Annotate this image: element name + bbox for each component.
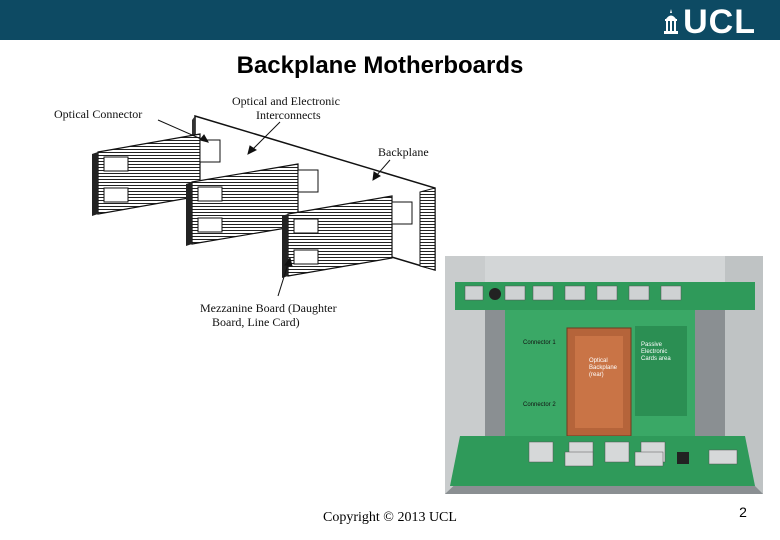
slide-title: Backplane Motherboards [236,52,524,79]
label-optical-connector: Optical Connector [54,107,142,121]
daughter-card-3 [282,195,413,278]
photo-label-passive-3: Cards area [641,356,671,362]
logo-text: UCL [683,3,756,41]
photo-label-optical-3: (rear) [589,372,604,378]
ucl-logo: UCL [663,5,756,39]
photo-label-optical-2: Backplane [589,365,618,371]
page-number: 2 [739,504,747,520]
header-bar: UCL [0,0,780,40]
label-interconnects-2: Interconnects [256,108,321,122]
photo-label-optical-1: Optical [589,358,608,364]
portico-icon [664,9,679,34]
label-interconnects-1: Optical and Electronic [232,94,340,108]
leader-lines [157,119,391,297]
backplane-diagram: Optical Connector Optical and Electronic… [54,94,436,329]
photo-label-passive-1: Passive [641,342,663,348]
daughter-card-1 [92,133,221,216]
photo-label-connector1: Connector 1 [523,340,556,346]
copyright-footer: Copyright © 2013 UCL [323,510,457,525]
backplane-photo: Connector 1 Connector 2 Passive Electron… [445,256,763,494]
label-mezzanine-2: Board, Line Card) [212,315,300,329]
label-backplane: Backplane [378,145,429,159]
label-mezzanine-1: Mezzanine Board (Daughter [200,301,337,315]
photo-label-connector2: Connector 2 [523,402,556,408]
photo-label-passive-2: Electronic [641,349,667,355]
